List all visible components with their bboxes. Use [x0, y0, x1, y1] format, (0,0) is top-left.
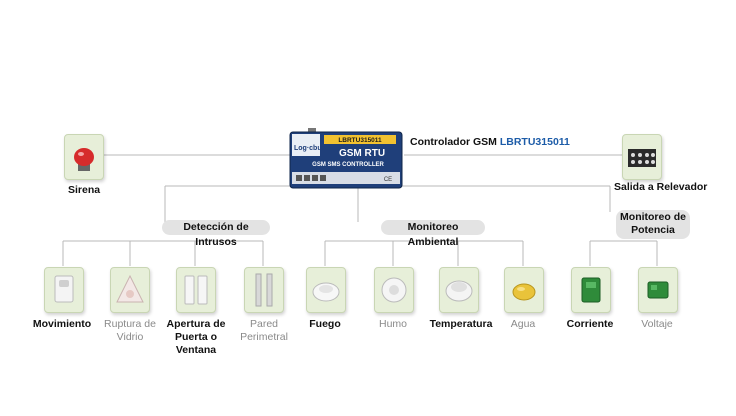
sensor-label-water: Agua — [510, 318, 536, 330]
sensor-tile-door — [176, 267, 216, 313]
smoke-detector-icon — [381, 277, 407, 303]
door-contact-icon — [184, 275, 208, 305]
sensor-label-current: Corriente — [566, 318, 614, 330]
current-sensor-icon — [581, 277, 601, 303]
device-title: GSM RTU — [339, 148, 385, 159]
sensor-tile-current — [571, 267, 611, 313]
sensor-tile-glass — [110, 267, 150, 313]
fire-detector-icon — [312, 282, 340, 302]
sensor-tile-smoke — [374, 267, 414, 313]
sensor-label-smoke: Humo — [378, 318, 407, 330]
sensor-tile-beam — [244, 267, 284, 313]
gsm-controller-device: Log·cbus LBRTU315011 GSM RTU GSM SMS CON… — [288, 66, 406, 192]
siren-icon — [74, 148, 94, 171]
sensor-label-heat: Temperatura — [429, 318, 493, 330]
water-sensor-icon — [512, 283, 536, 301]
controller-model: LBRTU315011 — [499, 136, 570, 148]
sensor-tile-heat — [439, 267, 479, 313]
sensor-label-glass: Ruptura de Vidrio — [104, 318, 156, 343]
group-environment: Monitoreo Ambiental — [381, 220, 485, 248]
sensor-label-voltage: Voltaje — [641, 318, 673, 330]
relay-icon — [628, 149, 656, 167]
sensor-label-door: Apertura de Puerta o Ventana — [166, 318, 226, 356]
device-model-plate: LBRTU315011 — [338, 137, 382, 144]
device-brand: Log·cbus — [294, 145, 326, 152]
siren-tile — [64, 134, 104, 180]
controller-label: Controlador GSM LBRTU315011 — [410, 136, 570, 148]
relay-label: Salida a Relevador — [614, 181, 708, 193]
beam-sensor-icon — [255, 273, 273, 307]
controller-label-text: Controlador GSM — [410, 136, 497, 148]
group-power: Monitoreo de Potencia — [616, 210, 690, 239]
sensor-tile-motion — [44, 267, 84, 313]
sensor-tile-voltage — [638, 267, 678, 313]
relay-tile — [622, 134, 662, 180]
sensor-label-fire: Fuego — [309, 318, 341, 330]
sensor-tile-fire — [306, 267, 346, 313]
device-subtitle: GSM SMS CONTROLLER — [312, 162, 384, 168]
motion-sensor-icon — [54, 275, 74, 303]
sensor-label-motion: Movimiento — [32, 318, 92, 330]
group-intrusion: Detección de Intrusos — [162, 220, 270, 248]
device-marks: CE — [384, 177, 392, 183]
sensor-label-beam: Pared Perimetral — [240, 318, 288, 343]
glass-break-icon — [116, 274, 144, 303]
heat-detector-icon — [445, 280, 473, 302]
voltage-sensor-icon — [647, 281, 669, 299]
sensor-tile-water — [504, 267, 544, 313]
siren-label: Sirena — [68, 184, 101, 196]
